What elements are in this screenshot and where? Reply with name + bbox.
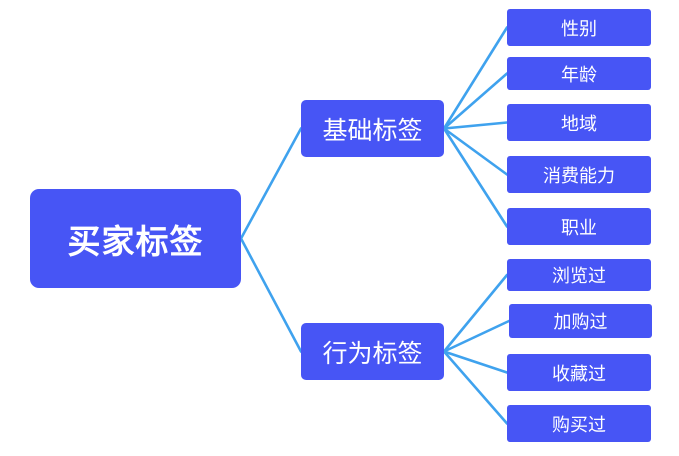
leaf-node-added-to-cart[interactable]: 加购过 [509, 304, 652, 338]
connector-branch-1-to-leaf-0 [442, 273, 509, 353]
leaf-node-purchased[interactable]: 购买过 [507, 405, 651, 442]
connector-branch-1-to-leaf-2 [442, 350, 509, 374]
leaf-node-gender[interactable]: 性别 [507, 9, 651, 46]
connector-root-to-branch-1 [239, 237, 303, 353]
leaf-node-browsed[interactable]: 浏览过 [507, 259, 651, 291]
leaf-node-spending-power[interactable]: 消费能力 [507, 156, 651, 193]
connector-branch-1-to-leaf-3 [442, 350, 509, 425]
branch-node-basic-tags[interactable]: 基础标签 [301, 100, 444, 157]
leaf-node-occupation[interactable]: 职业 [507, 208, 651, 245]
connector-branch-0-to-leaf-3 [442, 127, 509, 176]
leaf-node-region[interactable]: 地域 [507, 104, 651, 141]
branch-node-behavior-tags[interactable]: 行为标签 [301, 323, 444, 380]
leaf-node-age[interactable]: 年龄 [507, 57, 651, 90]
connector-branch-1-to-leaf-1 [442, 319, 511, 353]
connector-branch-0-to-leaf-4 [442, 127, 509, 228]
connector-root-to-branch-0 [239, 127, 303, 240]
connector-branch-0-to-leaf-2 [442, 121, 509, 130]
connector-branch-0-to-leaf-1 [442, 72, 509, 130]
root-node-buyer-tags[interactable]: 买家标签 [30, 189, 241, 288]
leaf-node-favorited[interactable]: 收藏过 [507, 354, 651, 391]
connector-branch-0-to-leaf-0 [442, 26, 509, 130]
